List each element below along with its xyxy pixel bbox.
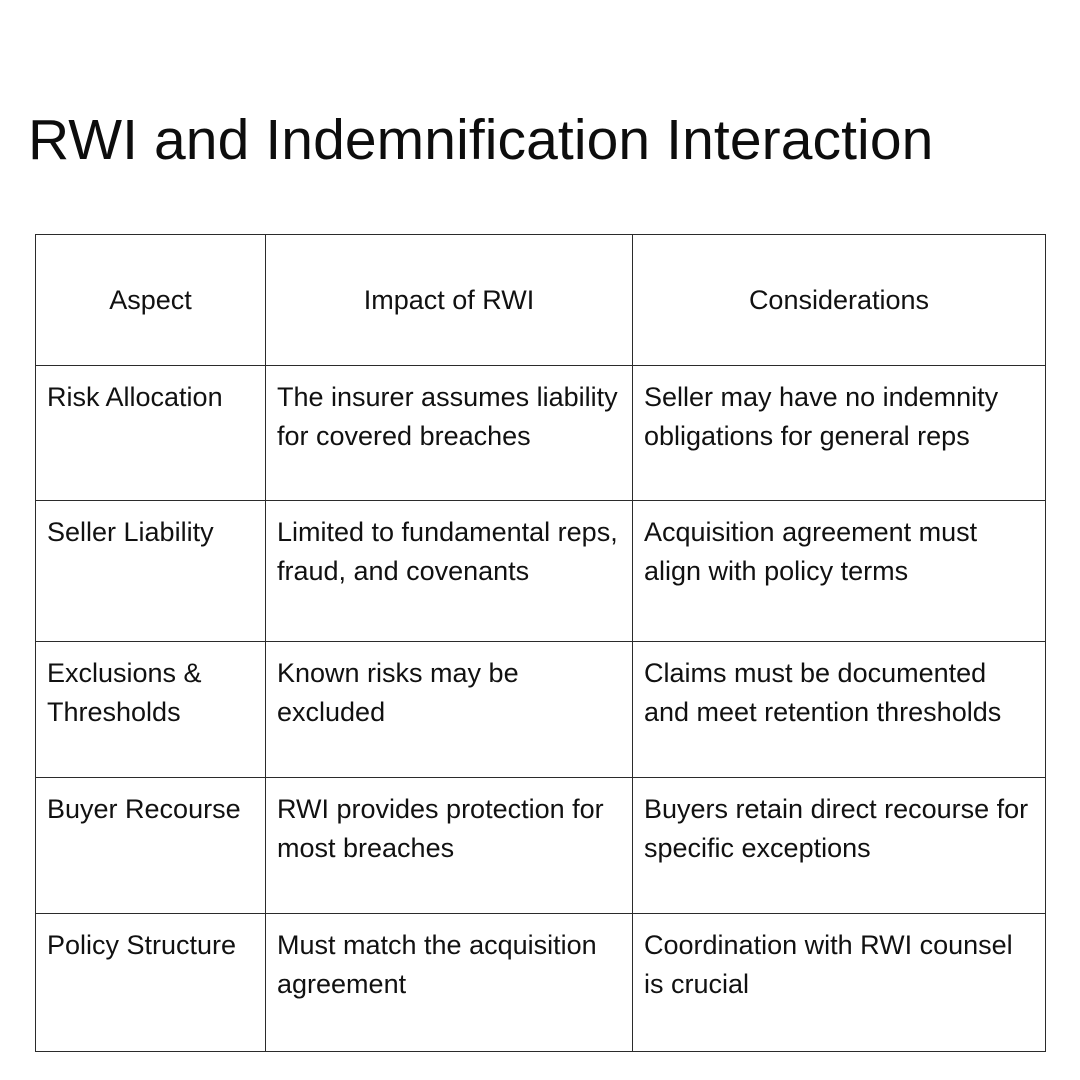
column-header-impact: Impact of RWI [265,234,633,366]
cell-aspect: Buyer Recourse [35,777,266,914]
column-header-aspect: Aspect [35,234,266,366]
table-row: Risk Allocation The insurer assumes liab… [35,365,1046,501]
cell-impact: RWI provides protection for most breache… [265,777,633,914]
page-title: RWI and Indemnification Interaction [28,108,934,173]
cell-considerations: Claims must be documented and meet reten… [632,641,1046,778]
cell-considerations: Buyers retain direct recourse for specif… [632,777,1046,914]
cell-impact: Known risks may be excluded [265,641,633,778]
cell-aspect: Risk Allocation [35,365,266,501]
cell-considerations: Coordination with RWI counsel is crucial [632,913,1046,1052]
comparison-table: Aspect Impact of RWI Considerations Risk… [35,234,1046,1052]
cell-considerations: Acquisition agreement must align with po… [632,500,1046,642]
table-row: Exclusions & Thresholds Known risks may … [35,641,1046,778]
column-header-considerations: Considerations [632,234,1046,366]
cell-aspect: Exclusions & Thresholds [35,641,266,778]
table-row: Seller Liability Limited to fundamental … [35,500,1046,642]
table-row: Policy Structure Must match the acquisit… [35,913,1046,1052]
table-header: Aspect Impact of RWI Considerations [35,234,1046,366]
table-body: Risk Allocation The insurer assumes liab… [35,365,1046,1052]
comparison-table-container: Aspect Impact of RWI Considerations Risk… [35,234,1046,1052]
table-row: Buyer Recourse RWI provides protection f… [35,777,1046,914]
cell-aspect: Seller Liability [35,500,266,642]
cell-impact: The insurer assumes liability for covere… [265,365,633,501]
cell-impact: Limited to fundamental reps, fraud, and … [265,500,633,642]
cell-impact: Must match the acquisition agreement [265,913,633,1052]
table-header-row: Aspect Impact of RWI Considerations [35,234,1046,366]
cell-aspect: Policy Structure [35,913,266,1052]
cell-considerations: Seller may have no indemnity obligations… [632,365,1046,501]
